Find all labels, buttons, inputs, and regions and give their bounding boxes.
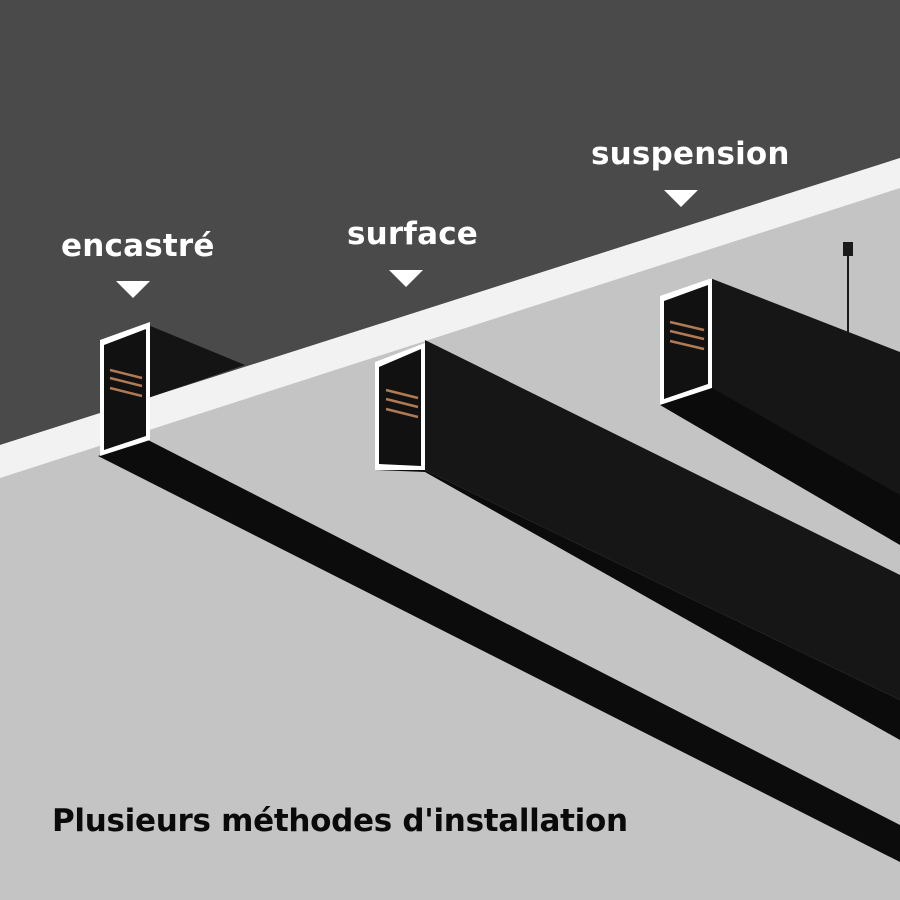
- triangle-down-icon: [389, 270, 423, 287]
- label-surface: surface: [347, 216, 479, 252]
- suspension-rail-side: [710, 278, 900, 500]
- surface-conductors: [385, 388, 419, 419]
- triangle-down-icon: [664, 190, 698, 207]
- wall: [0, 0, 900, 445]
- suspension-rail: [660, 242, 900, 545]
- recessed-rail-top: [148, 325, 245, 398]
- recessed-conductors: [109, 368, 143, 398]
- caption: Plusieurs méthodes d'installation: [52, 803, 628, 839]
- recessed-profile-channel: [104, 329, 146, 450]
- recessed-rail-body: [98, 440, 900, 862]
- suspension-clamp: [843, 242, 853, 256]
- surface-rail: [375, 340, 900, 740]
- recessed-rail: [98, 322, 900, 862]
- label-recessed: encastré: [61, 228, 215, 264]
- suspension-profile-channel: [664, 285, 708, 399]
- label-suspension: suspension: [591, 136, 790, 172]
- suspension-rail-bottom: [660, 388, 900, 545]
- suspension-conductors: [669, 320, 705, 351]
- surface-rail-side: [425, 340, 900, 700]
- surface-profile-channel: [379, 349, 421, 466]
- triangle-down-icon: [116, 281, 150, 298]
- ceiling-edge: [0, 158, 900, 478]
